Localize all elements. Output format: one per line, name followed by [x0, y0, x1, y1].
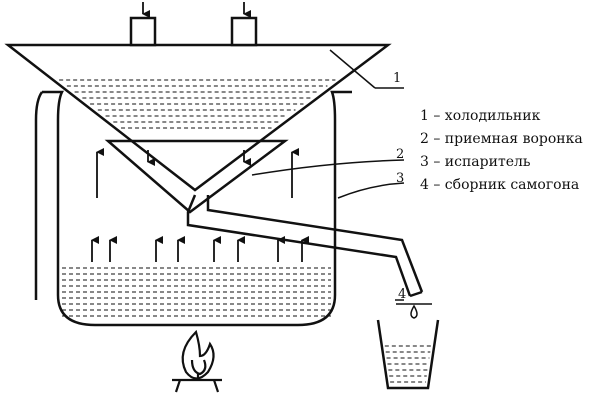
leader-lines — [251, 49, 405, 301]
receiving-funnel — [104, 139, 289, 214]
burner-flame-icon — [172, 329, 222, 393]
cup-liquid — [384, 345, 432, 383]
condenser-water — [59, 79, 336, 129]
pot-liquid — [62, 267, 331, 317]
callout-4: 4 — [398, 287, 406, 302]
evaporator-pot — [34, 90, 352, 327]
callout-labels: 1 2 3 4 — [393, 71, 406, 302]
inlet-pipes — [129, 16, 258, 47]
vapor-arrows — [91, 148, 309, 262]
drop — [396, 303, 432, 319]
callout-1: 1 — [393, 71, 401, 86]
callout-3: 3 — [396, 171, 404, 186]
legend-item-evaporator: 3 – испаритель — [420, 154, 531, 170]
inlet-arrows — [142, 2, 251, 18]
callout-2: 2 — [396, 147, 404, 162]
outlet-tube — [186, 194, 424, 298]
legend-item-receiving-funnel: 2 – приемная воронка — [420, 131, 583, 147]
collector-cup — [376, 319, 440, 390]
condensate-arrows — [147, 150, 251, 166]
legend-item-collector: 4 – сборник самогона — [420, 177, 579, 193]
legend-item-condenser: 1 – холодильник — [420, 108, 541, 124]
condenser-funnel — [4, 43, 392, 192]
legend: 1 – холодильник 2 – приемная воронка 3 –… — [420, 108, 583, 193]
